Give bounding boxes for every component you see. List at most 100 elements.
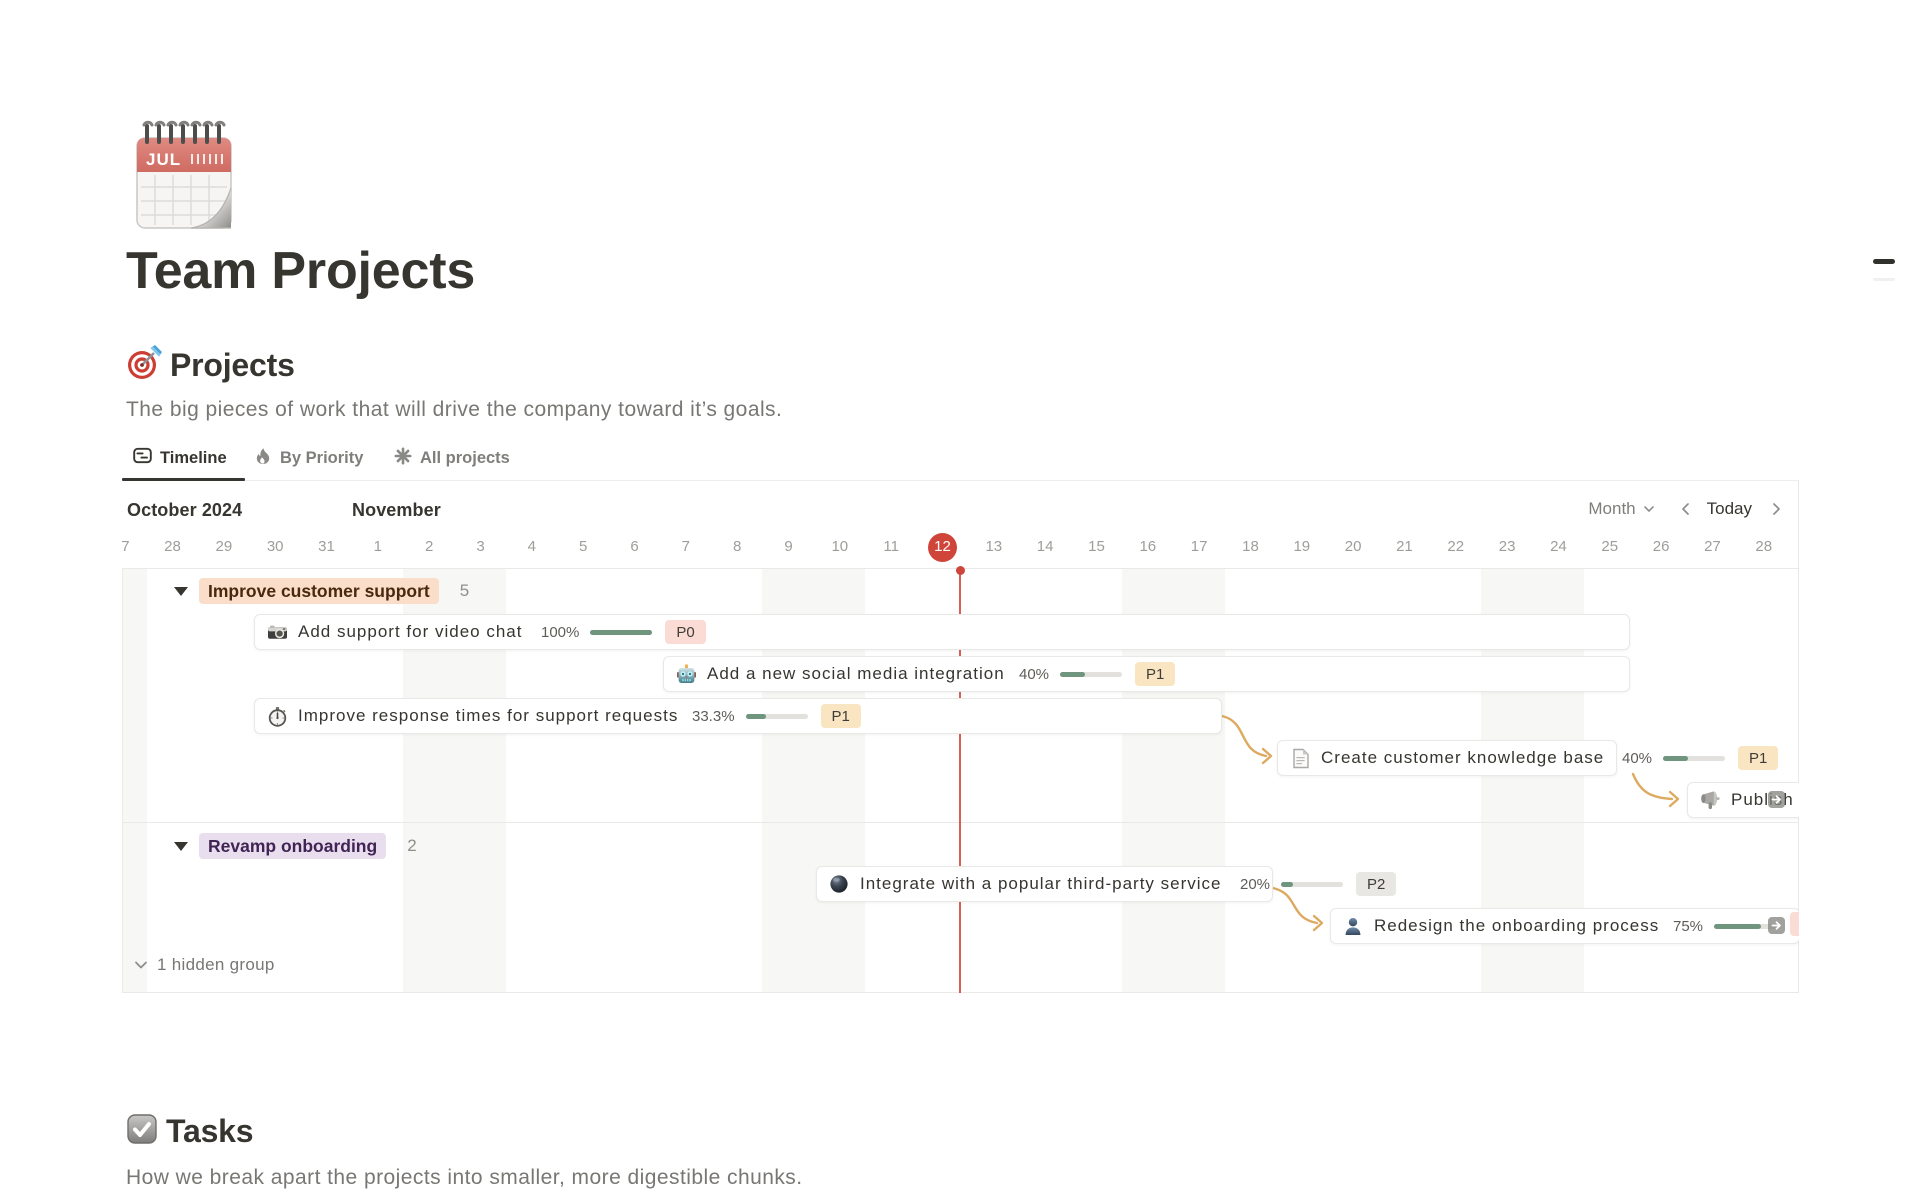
dart-target-icon — [126, 345, 162, 386]
page-icon-spiral-calendar-emoji[interactable]: JUL — [135, 112, 233, 230]
divider-dash-faint — [1873, 278, 1895, 281]
robot-emoji — [675, 663, 697, 685]
camera-emoji — [266, 622, 288, 643]
date-cell: 4 — [527, 538, 536, 555]
arrow-right-icon — [1771, 795, 1781, 804]
date-cell: 1 — [373, 538, 383, 555]
bar-title: Add support for video chat — [298, 622, 523, 641]
timeline-bar-integrate-third-party-service[interactable]: Integrate with a popular third-party ser… — [816, 866, 1397, 902]
timeline-bar-add-a-new-social-media-integration[interactable]: Add a new social media integration 40% P… — [663, 656, 1630, 692]
date-cell: 31 — [318, 538, 335, 555]
svg-text:JUL: JUL — [146, 150, 181, 169]
bar-title: Integrate with a popular third-party ser… — [860, 874, 1222, 893]
date-cell: 10 — [831, 538, 849, 555]
flame-icon — [254, 447, 272, 470]
date-cell: 22 — [1447, 538, 1465, 555]
date-cell: 3 — [476, 538, 485, 555]
group-toggle-triangle[interactable] — [174, 586, 188, 596]
divider-dash — [1873, 259, 1895, 264]
date-cell: 28 — [164, 538, 181, 555]
bar-percent: 100% — [541, 623, 580, 641]
date-cell: 27 — [1704, 538, 1721, 555]
date-cell: 6 — [630, 538, 639, 555]
group-chip[interactable]: Improve customer support — [199, 578, 439, 604]
date-cell: 19 — [1293, 538, 1311, 555]
priority-badge: P1 — [820, 704, 861, 728]
date-cell: 14 — [1036, 538, 1054, 555]
bar-progress-fill — [1281, 881, 1294, 887]
date-cell: 9 — [784, 538, 793, 555]
today-marker-circle — [927, 532, 957, 562]
bar-progress-fill — [590, 629, 653, 635]
date-cell-today: 12 — [934, 538, 951, 555]
bar-percent: 20% — [1240, 875, 1271, 893]
bar-title: Create customer knowledge base — [1321, 748, 1605, 767]
bar-progress-track — [1663, 755, 1726, 761]
priority-badge: P1 — [1738, 746, 1779, 770]
arrow-right-icon — [1771, 921, 1781, 930]
priority-badge: P0 — [665, 620, 706, 644]
tasks-heading: Tasks — [166, 1113, 254, 1149]
date-cell: 29 — [215, 538, 233, 555]
timeline-left-border — [122, 568, 123, 993]
bar-percent: 75% — [1673, 917, 1704, 935]
today-line-dot — [955, 566, 965, 575]
month-label-left: October 2024 — [127, 500, 243, 520]
tabs-divider — [122, 480, 1799, 481]
bar-progress-fill — [1714, 923, 1761, 929]
date-cell: 28 — [1755, 538, 1773, 555]
bar-percent: 40% — [1019, 665, 1050, 683]
date-cell: 2 — [425, 538, 434, 555]
chevron-left-icon[interactable] — [1680, 502, 1692, 516]
date-row: 2728293031123456789101112131415161718192… — [122, 538, 1799, 558]
date-cell: 8 — [732, 538, 742, 555]
scroll-to-bar-arrow-button[interactable] — [1768, 791, 1785, 808]
stopwatch-emoji — [266, 706, 288, 727]
timeline-scale-dropdown[interactable]: Month — [1588, 499, 1654, 519]
scroll-to-bar-arrow-button[interactable] — [1768, 917, 1785, 934]
today-line — [959, 572, 961, 993]
tasks-description: How we break apart the projects into sma… — [126, 1166, 803, 1189]
timeline-view: October 2024 November Month Today 27 — [122, 488, 1799, 993]
bar-progress-fill — [1060, 671, 1085, 677]
date-cell: 20 — [1344, 538, 1362, 555]
chevron-right-icon[interactable] — [1770, 502, 1782, 516]
group-count: 2 — [407, 836, 417, 855]
date-cell: 25 — [1601, 538, 1619, 555]
timeline-view-icon — [133, 446, 152, 470]
timeline-bar-redesign-onboarding-process[interactable]: Redesign the onboarding process 75% — [1330, 908, 1799, 944]
chevron-down-icon — [1643, 506, 1654, 512]
tab-by-priority[interactable]: By Priority — [254, 444, 363, 472]
megaphone-emoji — [1699, 790, 1721, 811]
bar-progress-track — [1714, 923, 1777, 929]
date-cell: 27 — [122, 538, 130, 555]
timeline-scale-label: Month — [1588, 499, 1636, 518]
tab-all-projects-label: All projects — [420, 448, 510, 467]
group-toggle-triangle[interactable] — [174, 841, 188, 851]
active-tab-underline — [122, 478, 245, 481]
projects-heading: Projects — [170, 347, 295, 383]
tab-timeline[interactable]: Timeline — [133, 444, 227, 472]
date-cell: 7 — [681, 538, 690, 555]
bar-progress-track — [745, 713, 808, 719]
timeline-bar-improve-response-times[interactable]: Improve response times for support reque… — [254, 698, 1222, 734]
group-chip[interactable]: Revamp onboarding — [199, 833, 387, 859]
date-cell: 18 — [1242, 538, 1259, 555]
timeline-bar-create-customer-knowledge-base[interactable]: Create customer knowledge base 40% P1 — [1277, 740, 1779, 776]
priority-badge: P1 — [1135, 662, 1176, 686]
month-label-right: November — [352, 500, 441, 520]
tab-all-projects[interactable]: All projects — [394, 444, 510, 472]
date-cell: 15 — [1088, 538, 1105, 555]
hidden-group-row[interactable]: 1 hidden group — [133, 948, 275, 982]
group-header-improve-customer-support: Improve customer support 5 — [174, 572, 469, 610]
date-cell: 26 — [1652, 538, 1670, 555]
bar-progress-track — [1060, 671, 1123, 677]
timeline-bar-add-support-for-video-chat[interactable]: Add support for video chat 100% P0 — [254, 614, 1630, 650]
timeline-right-border — [1798, 481, 1799, 993]
date-cell: 17 — [1190, 538, 1208, 555]
date-cell: 24 — [1550, 538, 1567, 555]
today-button[interactable]: Today — [1706, 499, 1752, 518]
bar-progress-track — [1281, 881, 1344, 887]
bar-title: Redesign the onboarding process — [1374, 916, 1660, 935]
